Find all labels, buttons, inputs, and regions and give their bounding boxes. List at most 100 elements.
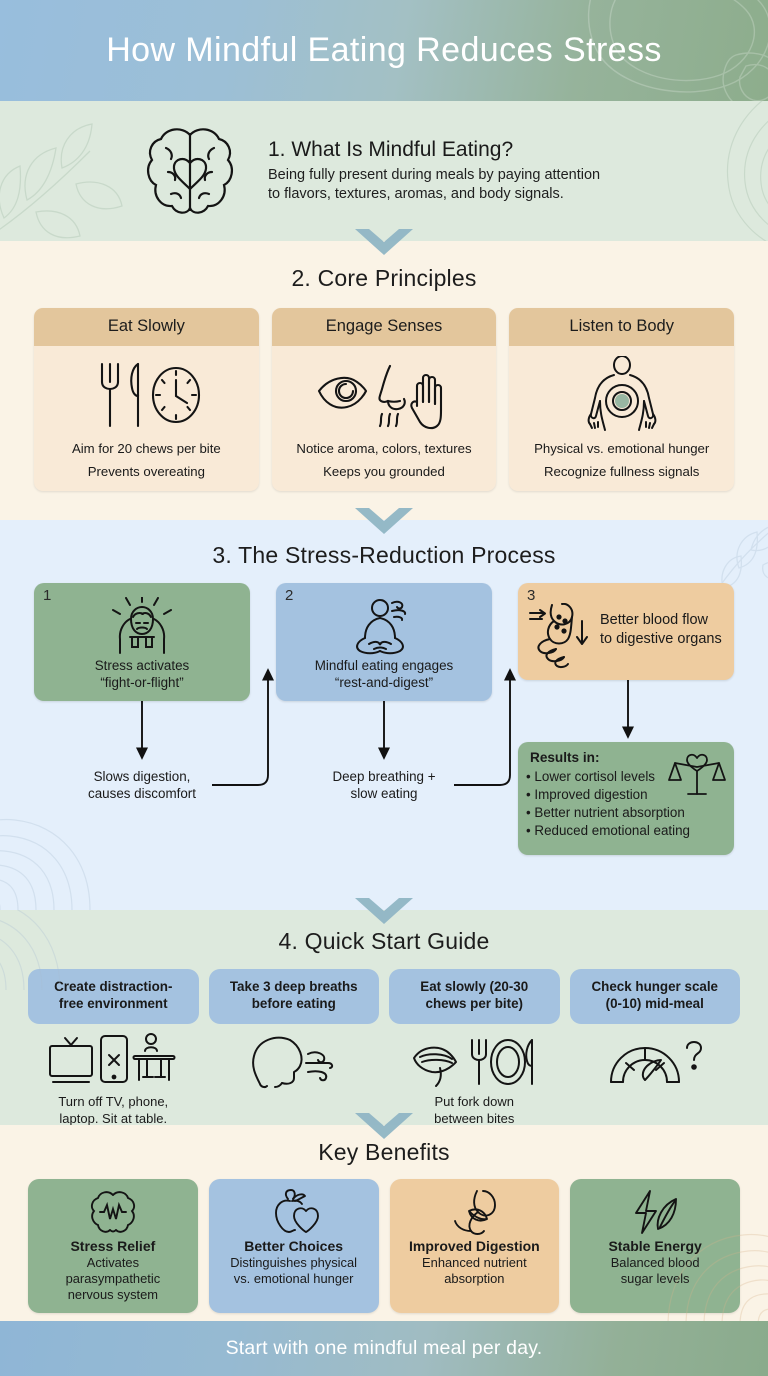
chevron-down-connector-4-icon [355,1113,413,1139]
step-number: 1 [43,587,52,604]
step-number: 2 [285,587,294,604]
head-breathing-icon [209,1030,380,1092]
card-header-label: Engage Senses [271,308,497,346]
meditating-person-icon [276,597,492,655]
card-line-1: Notice aroma, colors, textures [296,441,472,456]
section5-title: Key Benefits [318,1139,450,1165]
benefit-desc-line2: vs. emotional hunger [233,1271,354,1286]
card-line-2: Recognize fullness signals [543,464,700,480]
card-header-label: Listen to Body [509,308,735,346]
benefit-desc-line2: sugar levels [620,1271,690,1286]
topography-decor-icon [587,0,768,101]
key-benefit-card[interactable]: Stable Energy Balanced blood sugar level… [570,1179,740,1313]
balance-scale-heart-icon [668,746,726,802]
card-header-label: Eat Slowly [34,308,259,346]
header-banner: How Mindful Eating Reduces Stress [0,0,768,101]
caption-line1: Turn off TV, phone, [58,1094,169,1109]
step-label-line1: Stress activates [94,657,190,673]
quick-start-card-group: Create distraction- free environment [28,969,740,1125]
page-title: How Mindful Eating Reduces Stress [106,31,662,69]
lightning-leaf-icon [575,1188,735,1236]
pill-line2: (0-10) mid-meal [605,996,704,1011]
section3-title: 3. The Stress-Reduction Process [212,542,556,568]
caption-line1: Put fork down [434,1094,515,1109]
results-item: Better nutrient absorption [526,804,690,822]
step-label-line2: “fight-or-flight” [100,674,184,690]
stressed-person-icon [34,597,250,655]
step-label-line1: Better blood flow [600,612,709,628]
section2-title: 2. Core Principles [291,265,477,291]
gauge-question-icon [570,1030,741,1092]
process-step-box[interactable]: 2 [276,583,492,701]
pill-line2: free environment [58,996,168,1011]
benefit-desc-line3: nervous system [67,1287,159,1302]
core-principle-card[interactable]: Eat Slowly [34,308,259,492]
results-item: Improved digestion [526,786,690,804]
process-step-box[interactable]: 3 [518,583,734,680]
pill-line2: chews per bite) [425,996,523,1011]
chevron-down-connector-1-icon [355,229,413,255]
caption-line2: laptop. Sit at table. [59,1110,168,1125]
eye-nose-hand-icon [278,356,491,434]
core-principle-card[interactable]: Listen to Body [509,308,735,492]
key-benefit-card[interactable]: Stress Relief Activates parasympathetic … [28,1179,198,1313]
section-what-is-mindful-eating: 1. What Is Mindful Eating? Being fully p… [0,101,768,241]
process-caption: Deep breathing + slow eating [294,768,474,803]
section-core-principles: 2. Core Principles Eat Slowly [0,241,768,520]
pill-line1: Check hunger scale [591,979,719,995]
pill-line1: Take 3 deep breaths [229,979,358,995]
benefit-title: Improved Digestion [409,1238,540,1254]
benefit-title: Stable Energy [608,1238,702,1254]
quick-start-pill[interactable]: Eat slowly (20-30 chews per bite) [389,969,560,1024]
benefit-desc-line2: parasympathetic [65,1271,161,1286]
results-title: Results in: [530,750,600,765]
section-quick-start-guide: 4. Quick Start Guide Create distraction-… [0,910,768,1125]
core-principles-card-group: Eat Slowly [34,308,735,492]
stomach-intestine-icon [526,603,596,669]
brain-icon [33,1188,193,1236]
quick-start-step[interactable]: Check hunger scale (0-10) mid-meal [569,969,741,1125]
step-label-line2: “rest-and-digest” [334,674,434,690]
quick-start-pill[interactable]: Check hunger scale (0-10) mid-meal [569,969,740,1024]
stomach-leaf-icon [395,1188,555,1236]
benefit-desc-line1: Activates [86,1255,140,1270]
benefit-desc-line2: absorption [444,1271,505,1286]
quick-start-step[interactable]: Eat slowly (20-30 chews per bite) [389,969,560,1125]
section1-body-line2: to flavors, textures, aromas, and body s… [268,186,564,202]
key-benefit-card[interactable]: Better Choices Distinguishes physical vs… [208,1179,379,1313]
process-arrow-connectors [135,668,635,786]
process-step-box[interactable]: 1 [34,583,250,701]
section-stress-reduction-process: 3. The Stress-Reduction Process [0,520,768,910]
pill-line1: Eat slowly (20-30 [420,979,529,995]
results-item: Reduced emotional eating [526,822,690,840]
caption-line1: Deep breathing + [332,769,436,784]
quick-start-pill[interactable]: Take 3 deep breaths before eating [208,969,379,1024]
mouth-plate-cutlery-icon [389,1030,560,1092]
apple-heart-icon [214,1188,374,1236]
footer-banner: Start with one mindful meal per day. [0,1321,768,1376]
key-benefit-card[interactable]: Improved Digestion Enhanced nutrient abs… [389,1179,560,1313]
quick-start-pill[interactable]: Create distraction- free environment [28,969,199,1024]
section-key-benefits: Key Benefits Stress Relief Activa [0,1125,768,1321]
card-line-2: Prevents overeating [87,464,205,480]
card-line-1: Physical vs. emotional hunger [534,441,710,456]
section1-heading: 1. What Is Mindful Eating? [268,137,514,161]
footer-text: Start with one mindful meal per day. [225,1337,543,1359]
benefit-desc-line1: Distinguishes physical [230,1255,358,1270]
body-stomach-icon [515,356,728,434]
benefit-desc-line1: Balanced blood [610,1255,700,1270]
card-line-1: Aim for 20 chews per bite [71,441,221,456]
quick-start-step[interactable]: Take 3 deep breaths before eating [208,969,380,1125]
step-number: 3 [527,587,536,604]
card-line-2: Keeps you grounded [323,464,445,480]
core-principle-card[interactable]: Engage Senses [271,308,497,492]
fork-knife-clock-icon [40,356,253,434]
benefit-title: Stress Relief [70,1238,156,1254]
process-caption: Slows digestion, causes discomfort [52,768,232,803]
step-label-line1: Mindful eating engages [314,657,454,673]
quick-start-step[interactable]: Create distraction- free environment [28,969,199,1125]
pill-line2: before eating [251,996,336,1011]
results-box[interactable]: Results in: Lower cortiso [518,742,734,855]
benefit-title: Better Choices [244,1238,344,1254]
